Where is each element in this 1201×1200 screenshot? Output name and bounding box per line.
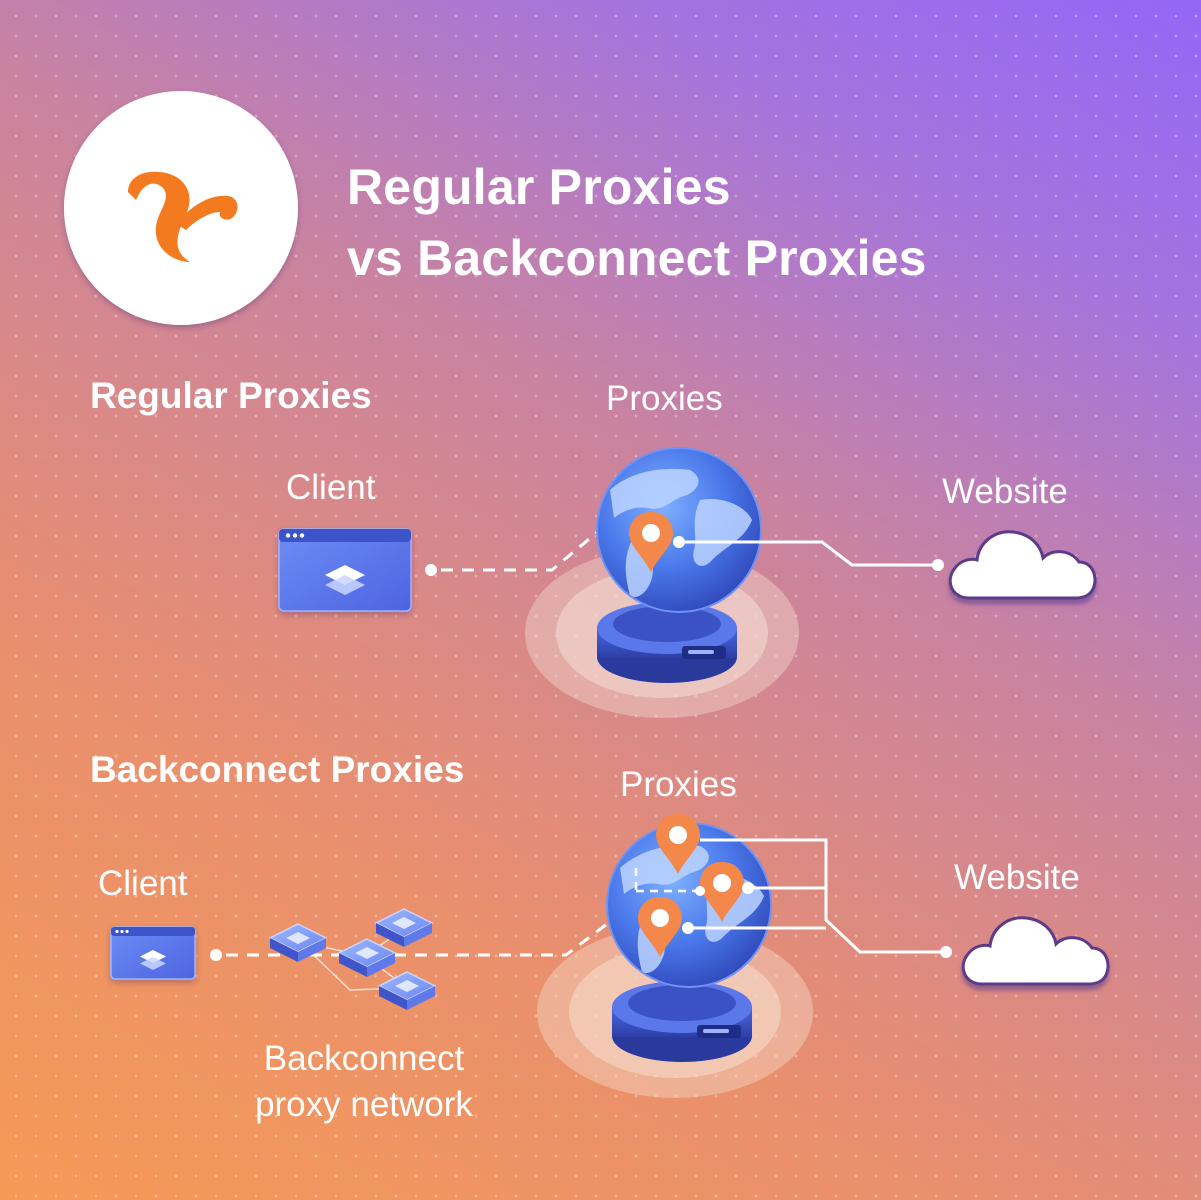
regular-website-cloud-icon (950, 532, 1095, 598)
regular-diagram (278, 447, 1095, 718)
regular-globe-icon (596, 447, 762, 613)
regular-globe-stand (597, 602, 737, 683)
squirrel-logo-icon (128, 171, 238, 262)
network-label-line-2: proxy network (255, 1085, 473, 1124)
regular-client-label: Client (286, 468, 376, 507)
backconnect-globe-stand (612, 981, 752, 1062)
regular-website-label: Website (942, 472, 1068, 511)
regular-proxies-label: Proxies (606, 379, 723, 418)
network-label-line-1: Backconnect (263, 1039, 465, 1078)
network-server-icon (338, 938, 396, 978)
backconnect-heading: Backconnect Proxies (90, 749, 465, 790)
backconnect-proxy-links (688, 838, 942, 954)
regular-client-window-icon (278, 528, 412, 612)
backconnect-website-cloud-icon (963, 918, 1108, 984)
backconnect-website-label: Website (954, 858, 1080, 897)
backconnect-proxies-label: Proxies (620, 765, 737, 804)
network-server-icon (378, 971, 436, 1011)
title-line-1: Regular Proxies (347, 159, 731, 215)
backconnect-diagram (110, 814, 1108, 1098)
network-server-icon (375, 908, 433, 948)
backconnect-client-label: Client (98, 864, 188, 903)
regular-heading: Regular Proxies (90, 375, 372, 416)
backconnect-client-window-icon (110, 926, 196, 980)
title-line-2: vs Backconnect Proxies (347, 230, 927, 286)
logo (64, 91, 298, 325)
